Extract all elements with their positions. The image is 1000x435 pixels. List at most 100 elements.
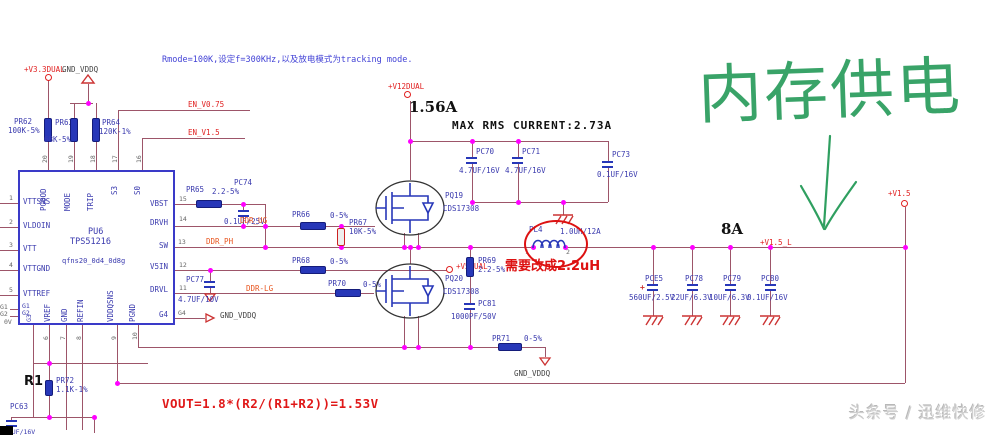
pin-number: 10	[131, 332, 139, 340]
wire	[770, 247, 771, 284]
wire	[175, 270, 300, 271]
net-label-v15: +V1.5	[888, 189, 911, 198]
junction-dot	[416, 345, 421, 350]
net-label-gnd-vddq: GND_VDDQ	[514, 369, 551, 378]
component-ref: PR62	[14, 117, 33, 126]
ic-pin-name: G2	[22, 309, 30, 317]
component-value: 120K-1%	[99, 127, 131, 136]
pin-number: 5	[9, 286, 13, 294]
net-label-0v: 0V	[4, 318, 12, 326]
wire	[326, 226, 375, 227]
pin-number: 18	[89, 155, 97, 163]
component-ref: PCE5	[645, 274, 664, 283]
pin-number: 9	[110, 336, 118, 340]
junction-dot	[47, 415, 52, 420]
junction-dot	[516, 200, 521, 205]
capacitor-icon	[464, 303, 475, 310]
component-value: 68K-5%	[44, 135, 72, 144]
wire	[49, 396, 50, 417]
pin-number: 8	[75, 336, 83, 340]
wire	[653, 247, 654, 284]
ground-triangle-icon	[538, 357, 552, 367]
wire	[418, 233, 419, 247]
component-ref: PR72	[56, 376, 75, 385]
wire	[470, 247, 471, 257]
component-value: 1000PF/50V	[451, 312, 497, 321]
power-flag-icon	[45, 74, 52, 81]
wire	[472, 141, 473, 157]
component-value: 10UF/6.3V	[709, 293, 750, 302]
ic-pin-name: MODE	[63, 192, 72, 211]
wire	[66, 325, 67, 430]
wire	[74, 142, 75, 170]
component-ref: PC78	[685, 274, 704, 283]
wire	[243, 217, 244, 226]
r1-annotation: R1	[24, 374, 44, 389]
power-flag-icon	[901, 200, 908, 207]
junction-dot	[92, 415, 97, 420]
junction-dot	[768, 245, 773, 250]
wire	[118, 110, 250, 111]
ic-pin-name: PGOOD	[39, 188, 48, 211]
component-value: 4.7UF/16V	[459, 166, 500, 175]
net-label-ddr-ph: DDR_PH	[206, 237, 234, 246]
junction-dot	[241, 202, 246, 207]
resistor-icon	[300, 266, 326, 274]
component-value: CDS17308	[443, 287, 480, 296]
ic-pin-name: PGND	[128, 303, 137, 322]
junction-dot	[263, 224, 268, 229]
resistor-icon	[337, 228, 345, 246]
net-label-en-v075: EN_V0.75	[188, 100, 225, 109]
wire	[96, 142, 97, 170]
component-ref: PC80	[761, 274, 780, 283]
ic-pin-name: REFIN	[76, 299, 85, 322]
capacitor-icon	[238, 210, 249, 217]
ic-part-number: TPS51216	[70, 237, 111, 247]
component-value: 2.2-5%	[478, 265, 506, 274]
corner-mark	[0, 426, 13, 435]
component-ref: PC74	[234, 178, 253, 187]
ic-pin-name: SW	[158, 241, 168, 250]
net-label-v3.3dual: +V3.3DUAL	[24, 65, 65, 74]
pin-number: 7	[59, 336, 67, 340]
component-ref: PC71	[522, 147, 541, 156]
component-ref: PR63	[55, 118, 74, 127]
wire	[142, 138, 245, 139]
junction-dot	[468, 345, 473, 350]
wire	[404, 233, 405, 247]
resistor-icon	[498, 343, 522, 351]
pin-number: 17	[111, 155, 119, 163]
resistor-icon	[300, 222, 326, 230]
wire	[48, 79, 49, 118]
junction-dot	[47, 361, 52, 366]
component-value: 4.7UF/16V	[505, 166, 546, 175]
pin-number: 14	[179, 215, 187, 223]
wire	[361, 293, 374, 294]
wire	[243, 204, 244, 210]
component-value: 0-5%	[330, 211, 349, 220]
pin-number: 16	[135, 155, 143, 163]
component-ref: PC79	[723, 274, 742, 283]
wire	[418, 316, 419, 347]
capacitor-icon	[204, 281, 215, 288]
vout-formula-annotation: VOUT=1.8*(R2/(R1+R2))=1.53V	[162, 396, 379, 411]
component-value: 0.1UF/25V	[224, 217, 265, 226]
wire	[49, 363, 50, 380]
output-current-annotation: 8A	[721, 220, 744, 238]
capacitor-icon	[765, 284, 776, 291]
net-label-en-v15: EN_V1.5	[188, 128, 220, 137]
pin-number: G2	[0, 310, 8, 318]
wire	[0, 295, 18, 296]
wire	[70, 103, 93, 104]
capacitor-icon	[512, 157, 523, 164]
junction-dot	[903, 245, 908, 250]
ic-pin-name: V5IN	[149, 262, 168, 271]
resistor-icon	[196, 200, 222, 208]
component-value: 0.1UF/16V	[597, 170, 638, 179]
pin-number: 20	[41, 155, 49, 163]
net-label-v12dual: +V12DUAL	[388, 82, 425, 91]
wire	[49, 325, 50, 363]
junction-dot	[468, 245, 473, 250]
pin-number: 2	[9, 218, 13, 226]
power-flag-icon	[446, 266, 453, 273]
